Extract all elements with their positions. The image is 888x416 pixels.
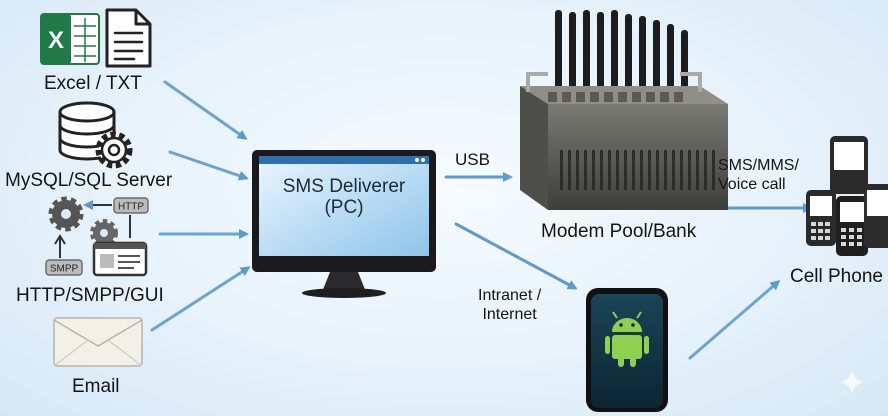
intranet-label: Intranet / Internet	[478, 288, 541, 323]
source-label-excel: Excel / TXT	[44, 73, 142, 94]
intranet-line2: Internet	[482, 306, 537, 323]
arrow-email-to-pc	[150, 266, 251, 332]
cell-phone-label: Cell Phone	[790, 266, 883, 287]
android-smartphone-icon	[586, 288, 668, 412]
excel-txt-icon: X	[40, 8, 152, 68]
sparkle-icon	[840, 370, 864, 394]
sms-line2: Voice call	[718, 176, 786, 193]
usb-label: USB	[455, 150, 490, 169]
envelope-icon	[53, 317, 143, 367]
arrow-mysql-to-pc	[168, 150, 249, 181]
pc-screen-label: SMS Deliverer (PC)	[258, 176, 430, 219]
modem-pool-icon	[520, 10, 728, 210]
database-gear-icon	[58, 101, 133, 169]
cell-phones-icon	[806, 136, 888, 256]
smpp-badge: SMPP	[50, 264, 79, 275]
arrow-android-to-phones	[688, 280, 781, 360]
flow-arrows	[150, 80, 813, 360]
sms-label: SMS/MMS/ Voice call	[718, 158, 799, 193]
sms-line1: SMS/MMS/	[718, 157, 799, 174]
http-smpp-gui-icon: HTTP SMPP	[45, 196, 149, 277]
intranet-line1: Intranet /	[478, 287, 542, 304]
modem-label: Modem Pool/Bank	[541, 221, 697, 242]
pc-title: SMS Deliverer	[282, 176, 406, 197]
desktop-monitor-icon	[252, 150, 436, 298]
svg-text:X: X	[48, 27, 64, 54]
source-label-http: HTTP/SMPP/GUI	[16, 285, 164, 306]
source-label-email: Email	[72, 376, 120, 397]
arrow-pc-to-android	[454, 222, 578, 290]
http-badge: HTTP	[118, 202, 144, 213]
arrow-excel-to-pc	[163, 80, 248, 140]
pc-subtitle: (PC)	[324, 197, 364, 219]
source-label-mysql: MySQL/SQL Server	[5, 170, 173, 191]
